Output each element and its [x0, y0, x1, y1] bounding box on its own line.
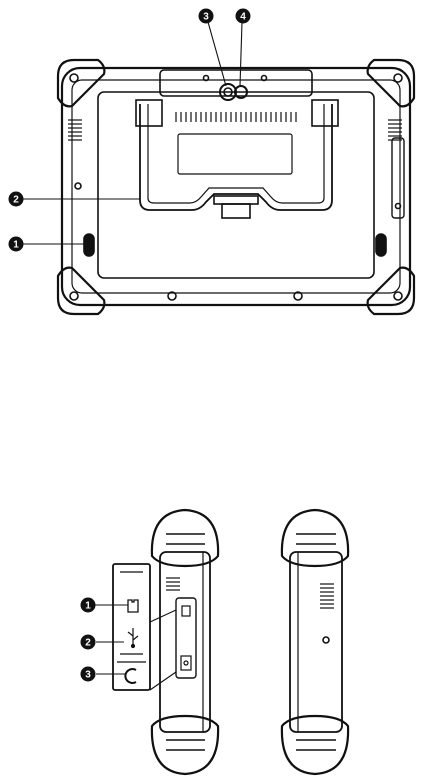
screw-icon	[323, 637, 329, 643]
callout-camera-number: 3	[203, 12, 209, 23]
tablet-inner-frame	[72, 80, 400, 293]
side-bumper-bottom-right	[282, 716, 348, 774]
back-leader-lines	[20, 22, 242, 244]
callout-flash-number: 4	[240, 12, 246, 23]
screw-icon	[396, 204, 401, 209]
corner-bumper-bottom-right	[368, 268, 414, 314]
tablet-side-view-right	[282, 510, 348, 774]
screw-icon	[394, 74, 402, 82]
callout-usb-port: 2	[81, 635, 96, 650]
speaker-right	[376, 234, 386, 256]
callout-camera: 3	[199, 9, 214, 24]
corner-bumper-bottom-left	[58, 268, 104, 314]
screw-icon	[394, 292, 402, 300]
usb-icon	[128, 628, 138, 648]
callout-kickstand: 2	[9, 192, 24, 207]
speaker-left	[84, 234, 94, 256]
left-vent-grille	[68, 120, 82, 140]
callout-flash: 4	[236, 9, 251, 24]
callout-sd-slot-number: 1	[85, 601, 91, 612]
screw-icon	[262, 76, 267, 81]
screw-icon	[70, 74, 78, 82]
screw-icon	[204, 76, 209, 81]
callout-speaker: 1	[9, 237, 24, 252]
side-bumper-top	[152, 510, 218, 566]
callout-usb-port-number: 2	[85, 638, 91, 649]
port-panel-magnified	[113, 564, 150, 690]
callout-speaker-number: 1	[13, 240, 19, 251]
callout-headset-jack: 3	[81, 667, 96, 682]
label-area	[178, 134, 292, 174]
kickstand-latch-tab	[222, 204, 250, 218]
tablet-side-view-ports	[113, 510, 218, 774]
callout-sd-slot: 1	[81, 598, 96, 613]
screw-icon	[70, 292, 78, 300]
sd-slot-small	[182, 606, 190, 616]
headset-jack-icon	[125, 669, 136, 683]
headset-port-small	[181, 656, 191, 670]
side-bumper-bottom	[152, 716, 218, 774]
tablet-back-view	[58, 60, 414, 314]
screw-icon	[75, 183, 81, 189]
side-leader-lines	[94, 605, 128, 674]
sd-card-icon	[128, 600, 138, 612]
top-vent-grille	[176, 112, 296, 122]
kickstand-latch	[214, 196, 258, 204]
kickstand-hinge-right	[312, 100, 338, 126]
side-bumper-top-right	[282, 510, 348, 566]
callout-kickstand-number: 2	[13, 195, 19, 206]
side-vent-grille-right	[320, 584, 334, 608]
side-vent-grille	[166, 578, 180, 590]
side-port-panel	[176, 598, 196, 678]
tablet-body	[62, 68, 410, 305]
side-port-cover	[392, 138, 404, 218]
callout-headset-jack-number: 3	[85, 670, 91, 681]
